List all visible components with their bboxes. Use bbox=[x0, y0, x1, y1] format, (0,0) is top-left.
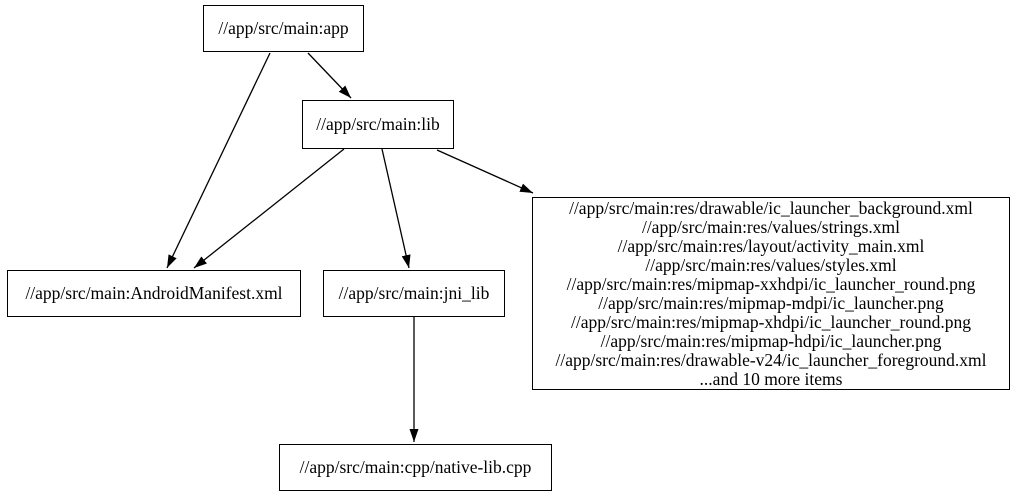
node-native-lib-cpp: //app/src/main:cpp/native-lib.cpp bbox=[279, 444, 552, 491]
res-group-line: //app/src/main:res/mipmap-xhdpi/ic_launc… bbox=[571, 311, 971, 332]
node-res-files-group: //app/src/main:res/drawable/ic_launcher_… bbox=[532, 197, 1010, 390]
res-group-line: //app/src/main:res/layout/activity_main.… bbox=[617, 235, 925, 256]
edge-lib-to-manifest bbox=[193, 148, 345, 269]
node-android-manifest: //app/src/main:AndroidManifest.xml bbox=[7, 270, 301, 317]
node-android-manifest-label: //app/src/main:AndroidManifest.xml bbox=[25, 282, 283, 303]
res-group-line: //app/src/main:res/values/strings.xml bbox=[641, 216, 901, 237]
node-lib-label: //app/src/main:lib bbox=[316, 113, 440, 134]
node-jni-lib: //app/src/main:jni_lib bbox=[323, 270, 505, 317]
node-jni-lib-label: //app/src/main:jni_lib bbox=[338, 282, 490, 303]
res-group-more-items: ...and 10 more items bbox=[699, 368, 843, 389]
node-app-label: //app/src/main:app bbox=[218, 17, 349, 38]
edge-lib-to-res-group bbox=[436, 149, 534, 194]
node-app: //app/src/main:app bbox=[203, 5, 364, 52]
res-group-line: //app/src/main:res/values/styles.xml bbox=[645, 254, 897, 275]
res-group-line: //app/src/main:res/mipmap-xxhdpi/ic_laun… bbox=[566, 273, 976, 294]
edge-lib-to-jni-lib bbox=[381, 148, 411, 269]
node-lib: //app/src/main:lib bbox=[302, 100, 454, 149]
res-group-line: //app/src/main:res/mipmap-mdpi/ic_launch… bbox=[598, 292, 944, 313]
res-group-line: //app/src/main:res/mipmap-hdpi/ic_launch… bbox=[600, 330, 942, 351]
res-group-line: //app/src/main:res/drawable-v24/ic_launc… bbox=[555, 349, 987, 370]
edge-app-to-manifest bbox=[166, 52, 271, 269]
res-group-line: //app/src/main:res/drawable/ic_launcher_… bbox=[569, 197, 973, 218]
edge-app-to-lib bbox=[307, 52, 352, 99]
node-native-lib-cpp-label: //app/src/main:cpp/native-lib.cpp bbox=[299, 456, 532, 477]
